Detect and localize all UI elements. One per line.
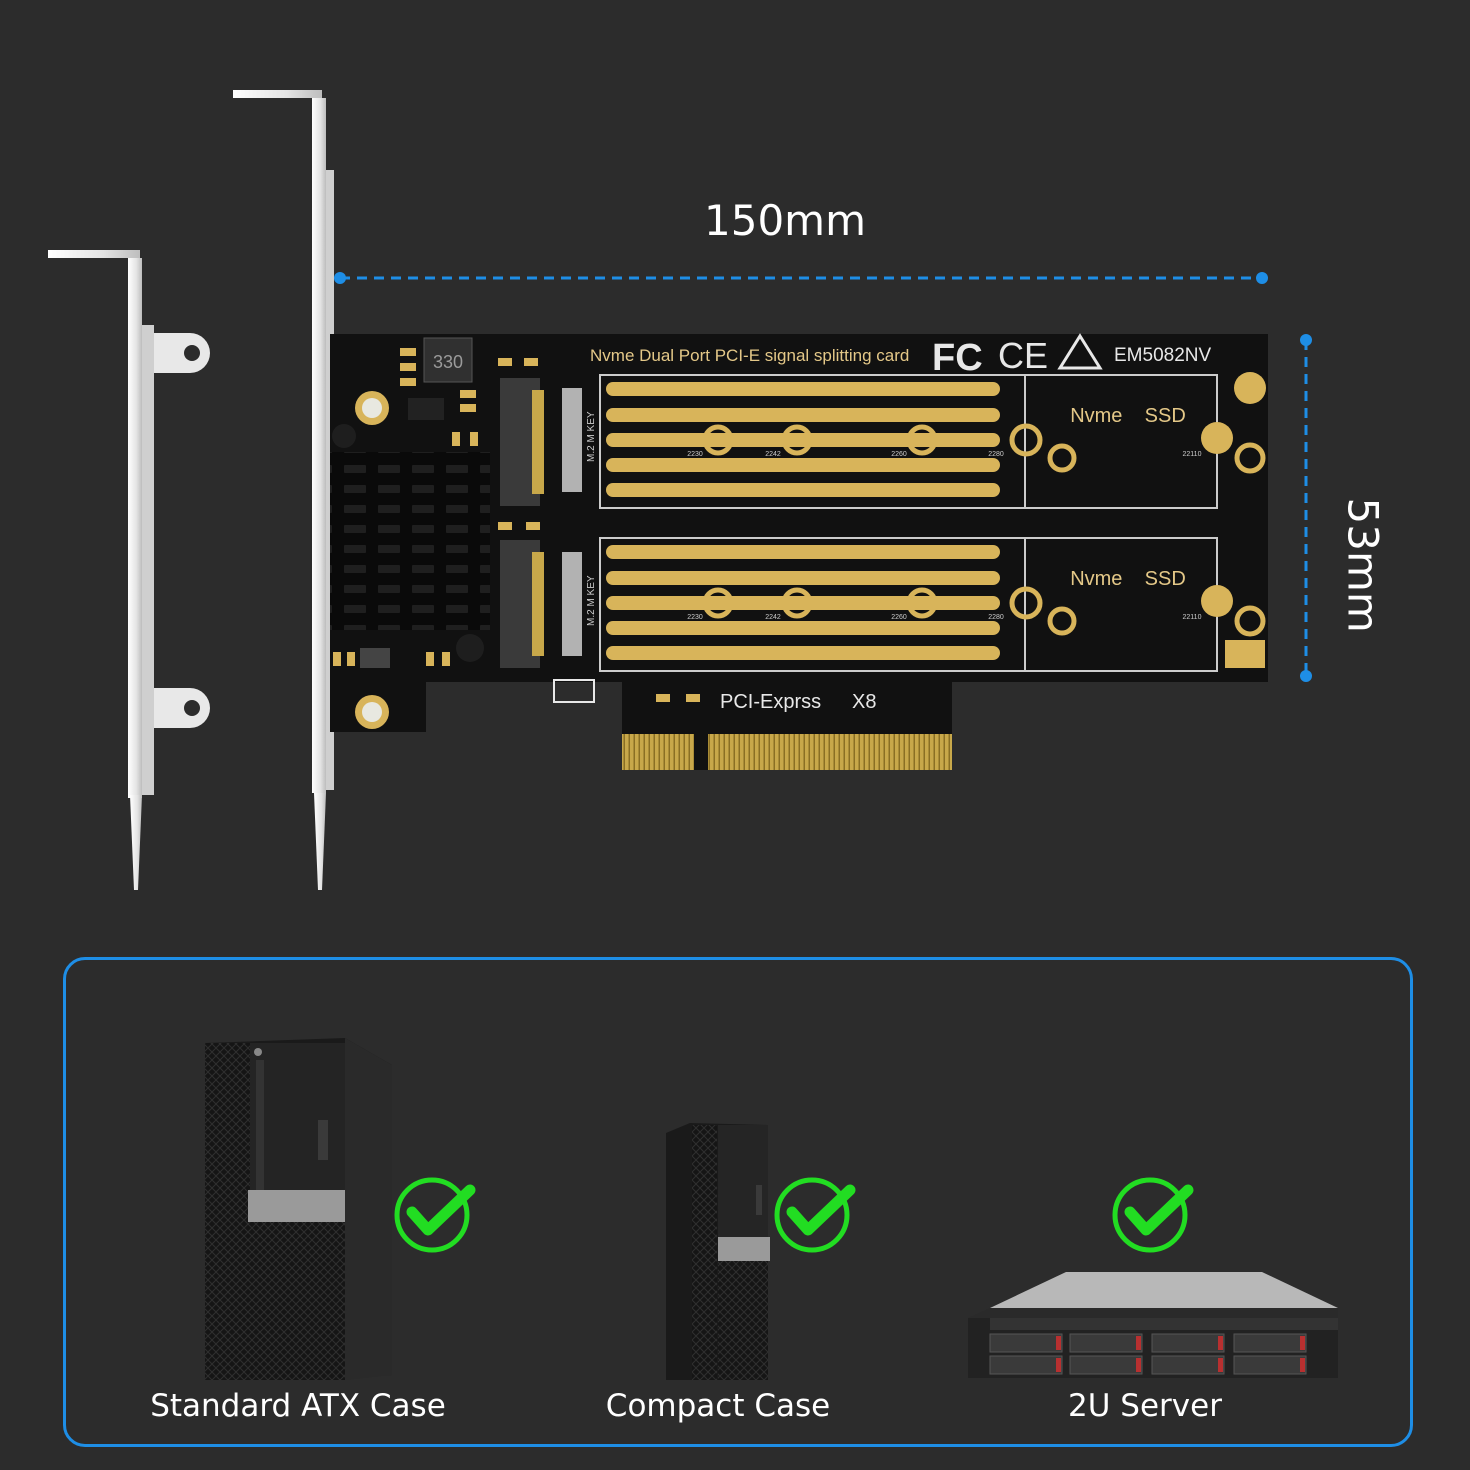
compatibility-illustrations (205, 1038, 1338, 1380)
pcie-pins-long (708, 734, 952, 770)
low-profile-bracket (48, 250, 210, 890)
interface-label: PCI-Exprss (720, 691, 821, 713)
svg-text:M.2 M KEY: M.2 M KEY (586, 411, 597, 462)
compact-tower-icon (666, 1123, 770, 1380)
model-number: EM5082NV (1114, 345, 1211, 366)
fcc-logo: FC (932, 337, 983, 379)
label-compact-case: Compact Case (605, 1388, 831, 1424)
check-icon (1112, 1177, 1194, 1253)
compatibility-panel (63, 957, 1413, 1447)
inductor-label: 330 (433, 352, 463, 372)
svg-text:2280: 2280 (988, 451, 1004, 458)
svg-text:2260: 2260 (891, 451, 907, 458)
ce-logo: CE (998, 335, 1048, 376)
pcb-board: 330 Nvme Dual Port PCI-E signal splittin… (330, 333, 1268, 770)
pcie-pins-short (622, 734, 694, 770)
heatsink (330, 452, 490, 630)
svg-text:22110: 22110 (1183, 451, 1202, 458)
card-title: Nvme Dual Port PCI-E signal splitting ca… (590, 346, 909, 365)
full-height-bracket (233, 90, 334, 890)
width-dimension-label: 150mm (704, 196, 866, 245)
label-standard-atx-case: Standard ATX Case (150, 1388, 446, 1424)
width-dimension-line (334, 272, 1268, 284)
svg-text:2242: 2242 (765, 451, 781, 458)
slot-1-label: Nvme SSD (1070, 405, 1186, 427)
inductor (423, 337, 473, 383)
height-dimension-line (1300, 334, 1312, 682)
label-2u-server: 2U Server (1068, 1388, 1222, 1424)
svg-text:M.2 M KEY: M.2 M KEY (586, 575, 597, 626)
svg-text:2280: 2280 (988, 614, 1004, 621)
svg-text:2242: 2242 (765, 614, 781, 621)
svg-text:22110: 22110 (1183, 614, 1202, 621)
power-header (1225, 640, 1265, 668)
esd-warning-logo (1057, 333, 1103, 370)
m2-slot-2: M.2 M KEY Nvme SSD 2230 2242 2260 2280 (500, 537, 1266, 672)
slot-2-label: Nvme SSD (1070, 568, 1186, 590)
lanes-label: X8 (852, 691, 876, 713)
svg-text:2230: 2230 (687, 614, 703, 621)
svg-text:2230: 2230 (687, 451, 703, 458)
m2-slot-1: M.2 M KEY Nvme SSD 2230 2242 2260 2280 (500, 372, 1266, 509)
server-icon (968, 1272, 1338, 1378)
check-icon (774, 1177, 856, 1253)
svg-text:2260: 2260 (891, 614, 907, 621)
check-icon (394, 1177, 476, 1253)
atx-tower-icon (205, 1038, 392, 1380)
card-illustration: 330 Nvme Dual Port PCI-E signal splittin… (48, 90, 1312, 890)
